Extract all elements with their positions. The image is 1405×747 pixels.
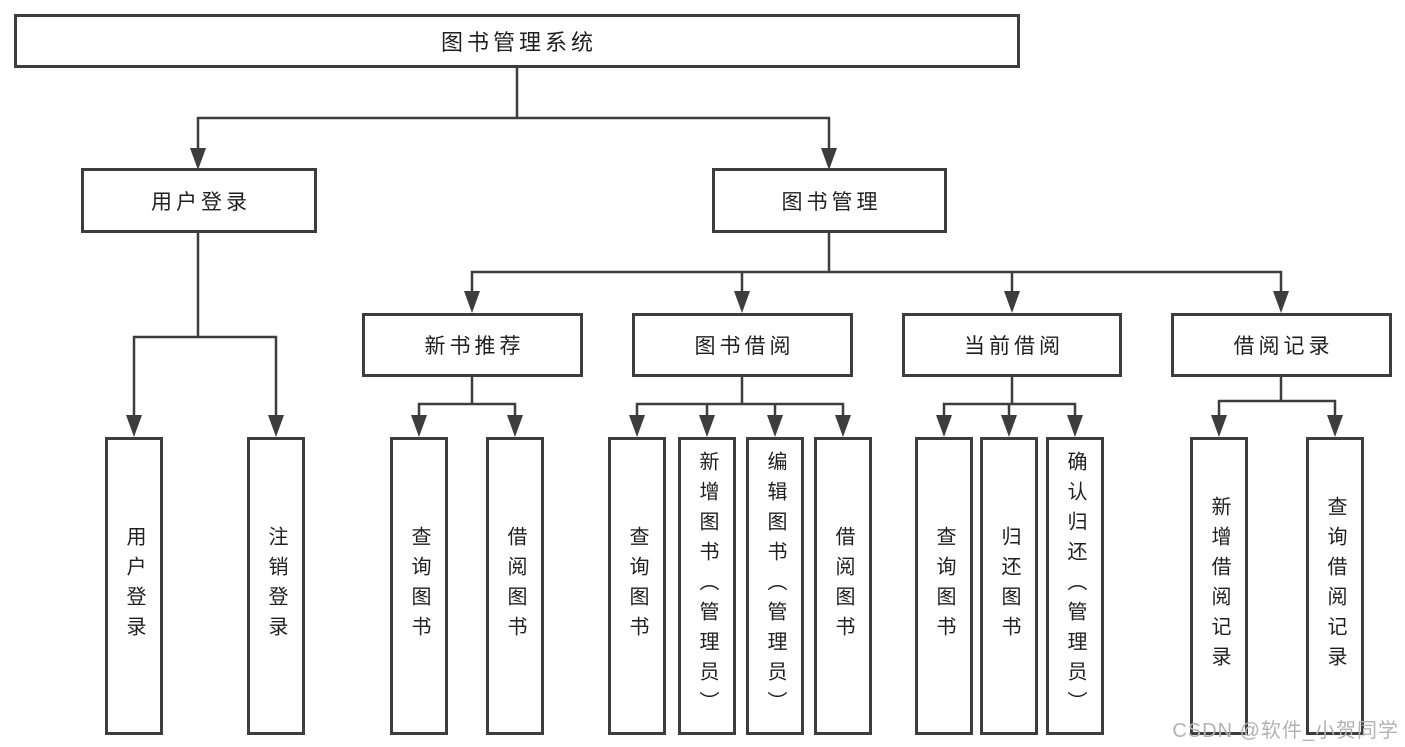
- connector-new-rec-children: [417, 375, 517, 420]
- leaf-return-books: 归还图书: [980, 437, 1038, 735]
- arrowheads: [126, 148, 1343, 437]
- connector-root-to-level2: [196, 65, 831, 152]
- node-current-borrowing: 当前借阅: [902, 313, 1122, 377]
- leaf-query-books-recommend: 查询图书: [390, 437, 448, 735]
- leaf-query-books-current: 查询图书: [915, 437, 973, 735]
- leaf-edit-books-admin: 编辑图书（管理员）: [746, 437, 804, 735]
- connector-records-children: [1217, 375, 1337, 420]
- node-library-system: 图书管理系统: [14, 14, 1020, 68]
- csdn-watermark: CSDN @软件_小贺同学: [1172, 720, 1399, 742]
- leaf-confirm-return-admin: 确认归还（管理员）: [1046, 437, 1104, 735]
- leaf-add-borrow-record: 新增借阅记录: [1190, 437, 1248, 735]
- leaf-query-books-borrowing: 查询图书: [608, 437, 666, 735]
- leaf-query-borrow-record: 查询借阅记录: [1306, 437, 1364, 735]
- leaf-borrow-books-recommend: 借阅图书: [486, 437, 544, 735]
- node-user-login: 用户登录: [81, 168, 317, 233]
- leaf-user-login: 用户登录: [105, 437, 163, 735]
- leaf-borrow-books: 借阅图书: [814, 437, 872, 735]
- leaf-logout: 注销登录: [247, 437, 305, 735]
- connector-borrowing-children: [635, 375, 845, 420]
- node-borrow-records: 借阅记录: [1171, 313, 1392, 377]
- connector-current-children: [942, 375, 1077, 420]
- node-book-management: 图书管理: [712, 168, 947, 233]
- leaf-add-books-admin: 新增图书（管理员）: [678, 437, 736, 735]
- node-new-book-recommend: 新书推荐: [362, 313, 583, 377]
- node-book-borrowing: 图书借阅: [632, 313, 853, 377]
- connector-user-login-children: [132, 231, 278, 420]
- connector-book-mgmt-children: [470, 231, 1283, 296]
